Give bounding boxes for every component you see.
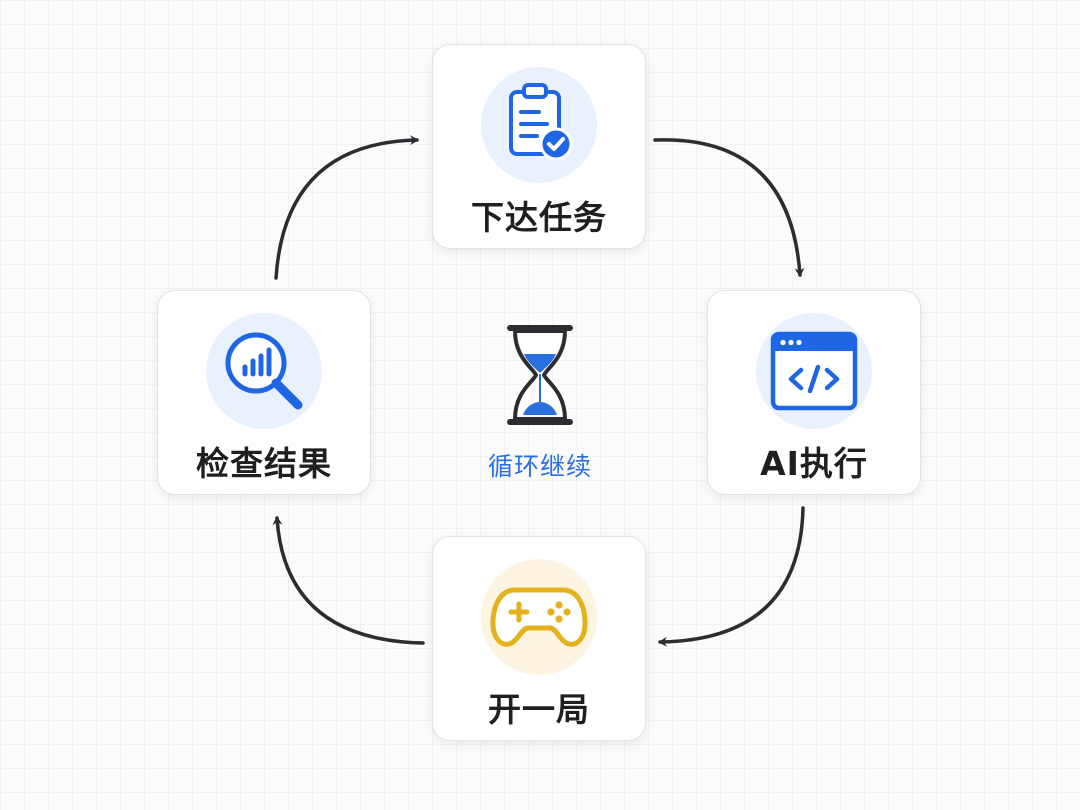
icon-badge — [481, 559, 597, 675]
node-assign-task: 下达任务 — [432, 44, 646, 249]
clipboard-check-icon — [509, 83, 573, 161]
node-label: 下达任务 — [471, 198, 607, 237]
arrow-check-to-task — [274, 135, 419, 280]
cycle-continue-label: 循环继续 — [487, 452, 592, 481]
icon-badge — [756, 313, 872, 429]
arrow-task-to-exec — [653, 138, 805, 277]
magnifier-chart-icon — [225, 332, 303, 410]
node-play-round: 开一局 — [432, 536, 646, 741]
hourglass-icon — [507, 325, 573, 425]
icon-badge — [206, 313, 322, 429]
node-label: 检查结果 — [196, 444, 332, 483]
gamepad-icon — [490, 587, 588, 647]
node-ai-execute: AI执行 — [707, 290, 921, 495]
code-window-icon — [770, 331, 858, 411]
arrow-exec-to-play — [658, 506, 805, 647]
arrow-play-to-check — [272, 516, 425, 645]
node-label: 开一局 — [488, 690, 590, 729]
node-check-result: 检查结果 — [157, 290, 371, 495]
node-label: AI执行 — [760, 444, 868, 483]
icon-badge — [481, 67, 597, 183]
